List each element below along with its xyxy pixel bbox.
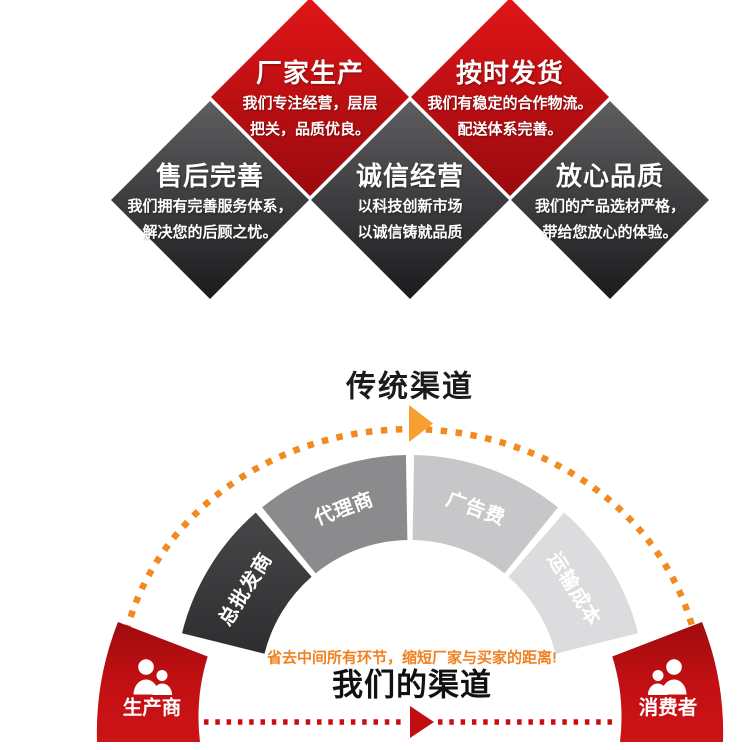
feature-desc-1: 我们专注经营，层层 (242, 95, 378, 112)
consumer-people-icon (647, 659, 687, 695)
traditional-channel-arrow-icon (409, 405, 433, 442)
feature-desc-2: 以诚信铸就品质 (357, 224, 463, 241)
producer-people-icon (133, 659, 173, 695)
feature-desc-2: 配送体系完善。 (457, 121, 563, 138)
channel-segment-agent (262, 455, 408, 574)
channel-segment-shipping-cost (508, 512, 638, 654)
feature-desc-1: 我们拥有完善服务体系， (127, 198, 293, 215)
producer-label: 生产商 (123, 696, 182, 719)
feature-desc-1: 以科技创新市场 (357, 198, 463, 215)
channel-segment-ad-cost (412, 455, 558, 574)
feature-quality: 放心品质 我们的产品选材严格， 带给您放心的体验。 (500, 158, 720, 246)
feature-title: 厂家生产 (255, 58, 364, 88)
feature-on-time: 按时发货 我们有稳定的合作物流。 配送体系完善。 (400, 55, 620, 143)
feature-desc-2: 解决您的后顾之忧。 (142, 224, 278, 241)
our-channel-arrow-icon (410, 706, 434, 738)
feature-factory: 厂家生产 我们专注经营，层层 把关，品质优良。 (200, 55, 420, 143)
our-channel-title: 我们的渠道 (332, 668, 492, 703)
feature-title: 售后完善 (155, 161, 264, 191)
traditional-channel-dotted-arc-icon (123, 426, 697, 633)
our-channel-note: 省去中间所有环节，缩短厂家与买家的距离! (266, 649, 557, 667)
feature-integrity: 诚信经营 以科技创新市场 以诚信铸就品质 (300, 158, 520, 246)
feature-title: 诚信经营 (355, 161, 464, 191)
channel-segment-wholesaler (182, 512, 312, 654)
feature-desc-2: 带给您放心的体验。 (542, 224, 678, 241)
traditional-channel-title: 传统渠道 (345, 370, 474, 404)
channel-comparison-diagram: 传统渠道 总批发商 代理商 广告费 运输成本 生产商 消费者 (96, 370, 724, 742)
feature-desc-1: 我们的产品选材严格， (534, 198, 685, 215)
feature-desc-2: 把关，品质优良。 (249, 121, 370, 138)
feature-after-sales: 售后完善 我们拥有完善服务体系， 解决您的后顾之忧。 (100, 158, 320, 246)
feature-title: 放心品质 (555, 161, 664, 191)
feature-desc-1: 我们有稳定的合作物流。 (427, 95, 593, 112)
consumer-label: 消费者 (639, 696, 698, 719)
feature-title: 按时发货 (455, 58, 564, 88)
